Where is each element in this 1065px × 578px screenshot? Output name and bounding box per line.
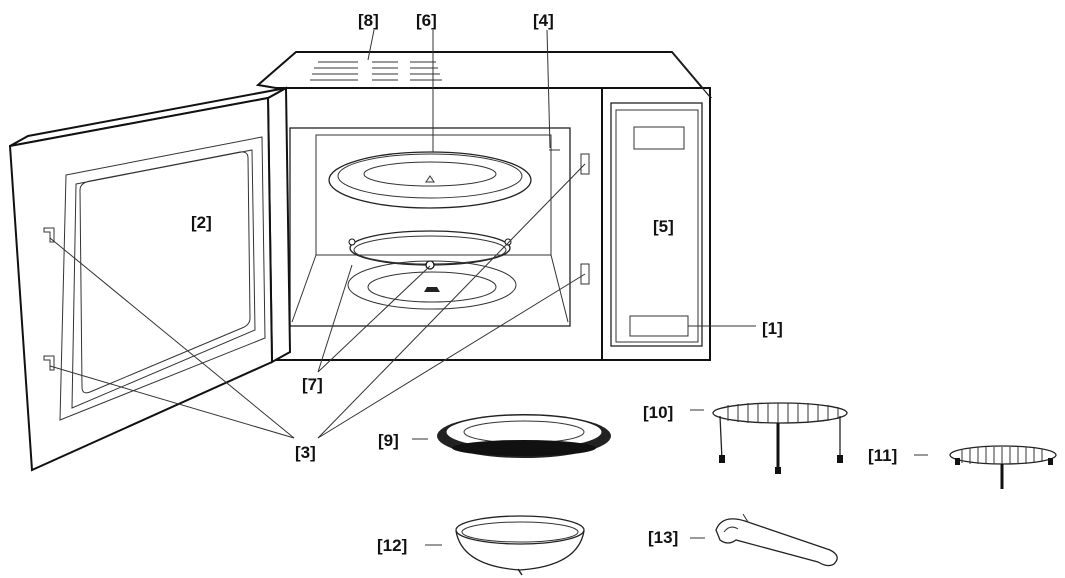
leader-lines: [49, 29, 928, 546]
low-rack: [949, 445, 1057, 489]
label-part-8: [8]: [358, 11, 379, 30]
label-part-4: [4]: [533, 11, 554, 30]
label-part-7: [7]: [302, 375, 323, 394]
part-labels: [8] [6] [4] [2] [5] [1] [7] [3] [9] [10]…: [191, 11, 897, 555]
microwave-cabinet: [255, 51, 713, 361]
microwave-door: [8, 86, 292, 472]
crisp-plate: [437, 414, 611, 458]
label-part-10: [10]: [643, 403, 673, 422]
roller-ring: [348, 230, 512, 270]
high-rack: [712, 402, 848, 474]
plate-handle: [715, 513, 838, 567]
baking-dish: [455, 515, 585, 576]
label-part-3: [3]: [295, 443, 316, 462]
oven-cavity: [289, 127, 590, 327]
glass-tray: [328, 151, 532, 209]
label-part-5: [5]: [653, 217, 674, 236]
rotating-base: [347, 260, 517, 310]
label-part-9: [9]: [378, 431, 399, 450]
label-part-13: [13]: [648, 528, 678, 547]
label-part-6: [6]: [416, 11, 437, 30]
label-part-12: [12]: [377, 536, 407, 555]
label-part-11: [11]: [868, 446, 897, 465]
label-part-2: [2]: [191, 213, 212, 232]
label-part-1: [1]: [762, 319, 783, 338]
